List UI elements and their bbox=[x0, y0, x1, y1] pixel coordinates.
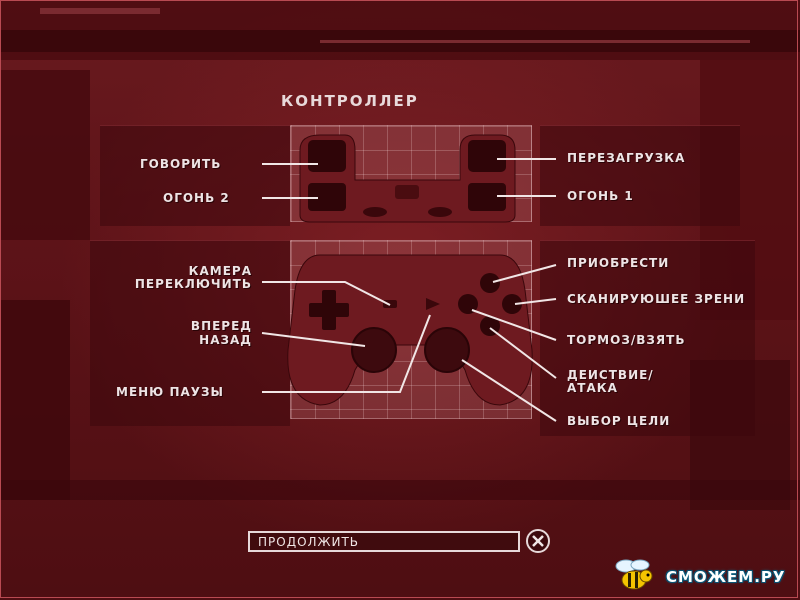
background-panel bbox=[0, 300, 70, 500]
background-line bbox=[40, 8, 160, 14]
square-button bbox=[458, 294, 478, 314]
l2-button bbox=[308, 140, 346, 172]
left-stick bbox=[351, 327, 397, 373]
label-forward-line2: НАЗАД bbox=[199, 333, 252, 347]
label-scan-vision: СКАНИРУЮШЕЕ ЗРЕНИ bbox=[567, 292, 746, 306]
site-watermark: СМОЖЕМ.РУ bbox=[604, 556, 794, 594]
label-forward-line1: ВПЕРЕД bbox=[190, 319, 252, 333]
right-label-panel-lower bbox=[540, 240, 755, 436]
background-panel bbox=[0, 70, 90, 240]
label-target-select: ВЫБОР ЦЕЛИ bbox=[567, 414, 671, 428]
label-reload: ПЕРЕЗАГРУЗКА bbox=[567, 151, 686, 165]
triangle-button bbox=[480, 273, 500, 293]
right-stick bbox=[424, 327, 470, 373]
bee-logo-icon bbox=[615, 559, 653, 590]
start-button bbox=[426, 298, 440, 310]
label-camera-line1: КАМЕРА bbox=[188, 264, 252, 278]
label-fire-1: ОГОНЬ 1 bbox=[567, 189, 634, 203]
continue-label: ПРОДОЛЖИТЬ bbox=[258, 535, 360, 549]
l1-button bbox=[308, 183, 346, 211]
controller-top-view bbox=[299, 134, 516, 223]
continue-button[interactable]: ПРОДОЛЖИТЬ bbox=[248, 531, 520, 552]
right-label-panel bbox=[540, 125, 740, 226]
label-brake-take: ТОРМОЗ/ВЗЯТЬ bbox=[567, 333, 686, 347]
dpad bbox=[309, 290, 349, 330]
r1-button bbox=[468, 183, 506, 211]
callout-lines bbox=[261, 158, 557, 422]
label-action-line2: АТАКА bbox=[567, 381, 618, 395]
left-label-panel bbox=[100, 125, 290, 226]
r2-button bbox=[468, 140, 506, 172]
label-camera-line2: ПЕРЕКЛЮЧИТЬ bbox=[134, 277, 252, 291]
left-label-panel-lower bbox=[90, 240, 290, 426]
label-talk: ГОВОРИТЬ bbox=[140, 157, 222, 171]
background-stripe bbox=[0, 480, 800, 500]
label-action-line1: ДЕИСТВИЕ/ bbox=[567, 368, 654, 382]
circle-button bbox=[502, 294, 522, 314]
background-line bbox=[320, 40, 750, 43]
label-fire-2: ОГОНЬ 2 bbox=[163, 191, 230, 205]
label-acquire: ПРИОБРЕСТИ bbox=[567, 256, 670, 270]
screen-title: КОНТРОЛЛЕР bbox=[281, 92, 419, 110]
label-pause-menu: МЕНЮ ПАУЗЫ bbox=[116, 385, 224, 399]
close-button[interactable] bbox=[526, 529, 550, 553]
watermark-text: СМОЖЕМ.РУ bbox=[666, 568, 786, 586]
controller-front-view bbox=[287, 254, 533, 406]
close-icon bbox=[532, 535, 544, 547]
